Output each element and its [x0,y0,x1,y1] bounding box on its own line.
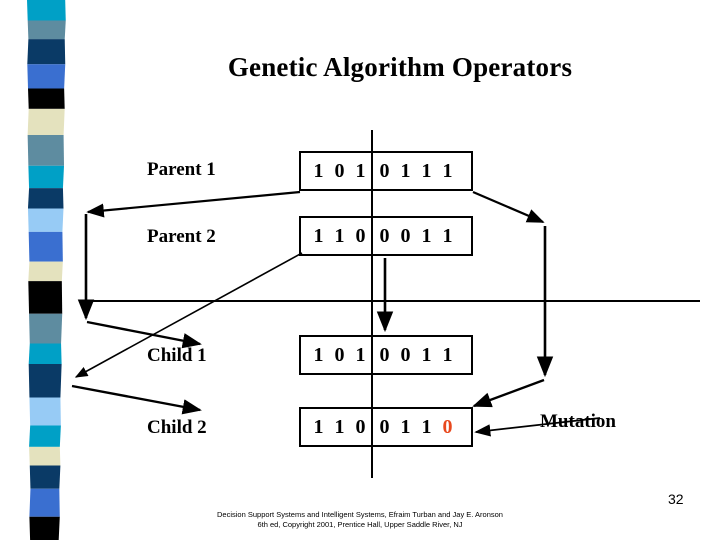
stripe-band [27,188,64,209]
bit-cell: 1 [334,416,345,438]
bit-cell: 1 [313,160,324,182]
stripe-band [27,64,66,89]
decorative-color-stripe [27,0,66,540]
stripe-band [29,425,61,447]
stripe-band [29,465,61,489]
bit-cell: 1 [334,225,345,247]
bit-cell: 1 [442,344,453,366]
footer-citation: Decision Support Systems and Intelligent… [60,510,660,530]
bit-cell: 1 [313,344,324,366]
stripe-band [27,39,66,65]
bit-cell: 1 [442,225,453,247]
row-label-parent-1: Parent 1 [147,159,216,180]
bit-cell: 0 [379,160,390,182]
stripe-band [29,516,60,540]
bit-cell: 1 [421,160,432,182]
stripe-band [28,343,62,365]
arrow-left-rail-to-child1 [86,320,202,349]
stripe-band [29,397,61,426]
bit-cell: 1 [355,344,366,366]
footer-line-1: Decision Support Systems and Intelligent… [217,510,503,519]
stripe-band [28,364,62,398]
bit-cell: 0 [379,416,390,438]
bit-cell: 1 [400,160,411,182]
page-number: 32 [668,491,684,507]
arrow-to-child2-left [71,384,202,415]
row-label-child-1: Child 1 [147,345,207,366]
stripe-band [28,88,65,109]
footer-line-2: 6th ed, Copyright 2001, Prentice Hall, U… [257,520,463,529]
row-label-parent-2: Parent 2 [147,226,216,247]
bit-cell: 0 [355,416,366,438]
row-label-child-2: Child 2 [147,417,207,438]
stripe-band [27,108,65,135]
bit-cell: 0 [355,225,366,247]
arrow-parent1-left-out [86,190,301,218]
stripe-band [27,135,65,166]
mutation-label: Mutation [540,411,616,432]
stripe-band [28,281,63,314]
bit-cell: 0 [334,344,345,366]
stripe-band [28,261,63,282]
bit-cell: 0 [379,344,390,366]
arrow-right-rail-to-child2 [472,378,545,408]
bit-cell: 1 [400,416,411,438]
stripe-band [29,488,60,517]
bit-cell: 0 [400,344,411,366]
bit-cell: 0 [334,160,345,182]
crossover-center-line [371,130,373,478]
bit-cell: 1 [421,344,432,366]
stripe-band [27,20,66,40]
bit-cell: 1 [421,416,432,438]
stripe-band [28,231,63,262]
stripe-band [28,165,65,189]
bit-cell: 1 [421,225,432,247]
bit-cell: 1 [313,225,324,247]
arrow-parent1-right-out [472,190,545,224]
bit-cell: 1 [355,160,366,182]
stripe-band [27,0,66,21]
bit-cell: 1 [313,416,324,438]
stripe-band [29,446,61,466]
bit-cell: 1 [442,160,453,182]
page-title: Genetic Algorithm Operators [227,52,573,82]
stripe-band [29,313,63,344]
horizontal-separator-line [85,300,700,302]
bit-cell: 0 [400,225,411,247]
bit-cell: 0 [379,225,390,247]
stripe-band [27,208,64,232]
bit-cell: 0 [442,416,453,438]
